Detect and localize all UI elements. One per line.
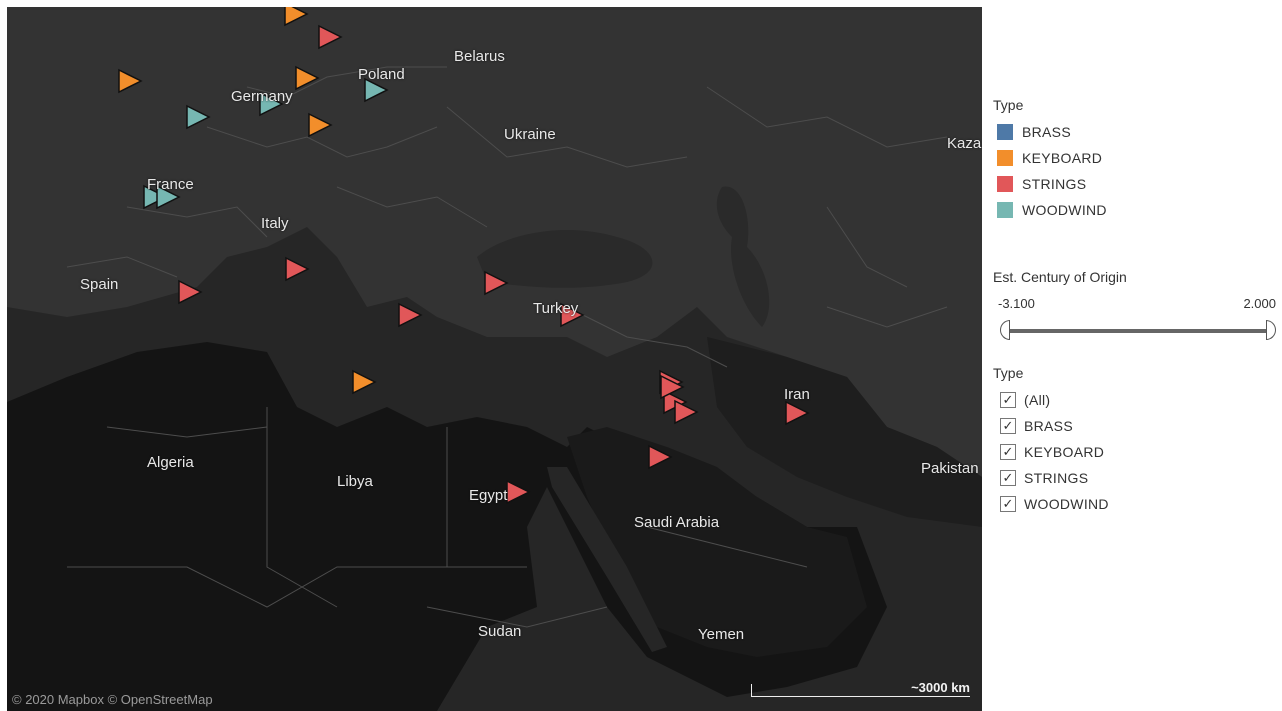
marker-keyboard[interactable] xyxy=(352,369,377,395)
legend-swatch-woodwind xyxy=(997,202,1013,218)
country-label-yemen: Yemen xyxy=(698,626,745,643)
legend-label: BRASS xyxy=(1022,124,1071,140)
filter-option-all[interactable]: ✓ (All) xyxy=(1000,390,1050,410)
marker-strings[interactable] xyxy=(560,302,585,328)
legend-item-woodwind[interactable]: WOODWIND xyxy=(997,201,1107,219)
marker-keyboard[interactable] xyxy=(284,7,309,27)
marker-strings[interactable] xyxy=(484,270,509,296)
legend-item-keyboard[interactable]: KEYBOARD xyxy=(997,149,1102,167)
range-slider-min-handle[interactable] xyxy=(1000,320,1010,340)
filter-option-label: BRASS xyxy=(1024,418,1073,434)
side-panel: Type BRASS KEYBOARD STRINGS WOODWIND Est… xyxy=(993,0,1282,711)
legend-label: KEYBOARD xyxy=(1022,150,1103,166)
country-label-kaza: Kaza xyxy=(947,135,982,152)
filter-option-label: STRINGS xyxy=(1024,470,1089,486)
range-filter-title: Est. Century of Origin xyxy=(993,269,1127,285)
marker-strings[interactable] xyxy=(674,399,699,425)
legend-item-brass[interactable]: BRASS xyxy=(997,123,1071,141)
country-label-france: France xyxy=(147,176,194,193)
range-max-value: 2.000 xyxy=(1243,296,1276,311)
checkbox-woodwind[interactable]: ✓ xyxy=(1000,496,1016,512)
country-label-iran: Iran xyxy=(784,386,810,403)
legend-swatch-keyboard xyxy=(997,150,1013,166)
filter-option-brass[interactable]: ✓ BRASS xyxy=(1000,416,1073,436)
filter-option-woodwind[interactable]: ✓ WOODWIND xyxy=(1000,494,1109,514)
country-label-saudi-arabia: Saudi Arabia xyxy=(634,514,720,531)
legend-swatch-strings xyxy=(997,176,1013,192)
legend-label: STRINGS xyxy=(1022,176,1087,192)
country-label-poland: Poland xyxy=(358,66,405,83)
marker-keyboard[interactable] xyxy=(118,68,143,94)
filter-option-label: (All) xyxy=(1024,392,1051,408)
country-label-egypt: Egypt xyxy=(469,487,508,504)
checkbox-strings[interactable]: ✓ xyxy=(1000,470,1016,486)
marker-woodwind[interactable] xyxy=(156,184,181,210)
country-label-pakistan: Pakistan xyxy=(921,460,979,477)
marker-woodwind[interactable] xyxy=(143,184,168,210)
country-label-sudan: Sudan xyxy=(478,623,522,640)
filter-option-keyboard[interactable]: ✓ KEYBOARD xyxy=(1000,442,1104,462)
type-filter-title: Type xyxy=(993,365,1024,381)
marker-keyboard[interactable] xyxy=(295,65,320,91)
legend-label: WOODWIND xyxy=(1022,202,1107,218)
country-label-turkey: Turkey xyxy=(533,300,579,317)
country-label-italy: Italy xyxy=(261,215,289,232)
scale-label: ~3000 km xyxy=(911,680,970,695)
country-label-libya: Libya xyxy=(337,473,373,490)
country-label-belarus: Belarus xyxy=(454,48,505,65)
legend-title: Type xyxy=(993,97,1024,113)
range-slider-track[interactable] xyxy=(1005,329,1270,333)
marker-woodwind[interactable] xyxy=(364,77,389,103)
filter-option-strings[interactable]: ✓ STRINGS xyxy=(1000,468,1088,488)
country-label-germany: Germany xyxy=(231,88,293,105)
filter-option-label: KEYBOARD xyxy=(1024,444,1105,460)
range-min-value: -3.100 xyxy=(998,296,1035,311)
marker-strings[interactable] xyxy=(318,24,343,50)
legend-item-strings[interactable]: STRINGS xyxy=(997,175,1086,193)
legend-swatch-brass xyxy=(997,124,1013,140)
marker-woodwind[interactable] xyxy=(259,91,284,117)
filter-option-label: WOODWIND xyxy=(1024,496,1109,512)
marker-woodwind[interactable] xyxy=(186,104,211,130)
marker-strings[interactable] xyxy=(785,400,810,426)
marker-strings[interactable] xyxy=(648,444,673,470)
marker-strings[interactable] xyxy=(178,279,203,305)
country-label-ukraine: Ukraine xyxy=(504,126,556,143)
checkbox-keyboard[interactable]: ✓ xyxy=(1000,444,1016,460)
marker-strings[interactable] xyxy=(506,479,531,505)
country-label-spain: Spain xyxy=(80,276,119,293)
marker-strings[interactable] xyxy=(660,374,685,400)
scale-bar xyxy=(751,684,970,697)
marker-keyboard[interactable] xyxy=(308,112,333,138)
checkbox-all[interactable]: ✓ xyxy=(1000,392,1016,408)
marker-layer xyxy=(118,7,810,505)
marker-strings[interactable] xyxy=(398,302,423,328)
map-background xyxy=(7,7,982,711)
country-label-algeria: Algeria xyxy=(147,454,194,471)
map-attribution[interactable]: © 2020 Mapbox © OpenStreetMap xyxy=(12,692,213,707)
map-view[interactable]: Belarus Poland Germany Ukraine Kaza Fran… xyxy=(7,7,982,711)
checkbox-brass[interactable]: ✓ xyxy=(1000,418,1016,434)
range-slider-max-handle[interactable] xyxy=(1266,320,1276,340)
marker-strings[interactable] xyxy=(285,256,310,282)
